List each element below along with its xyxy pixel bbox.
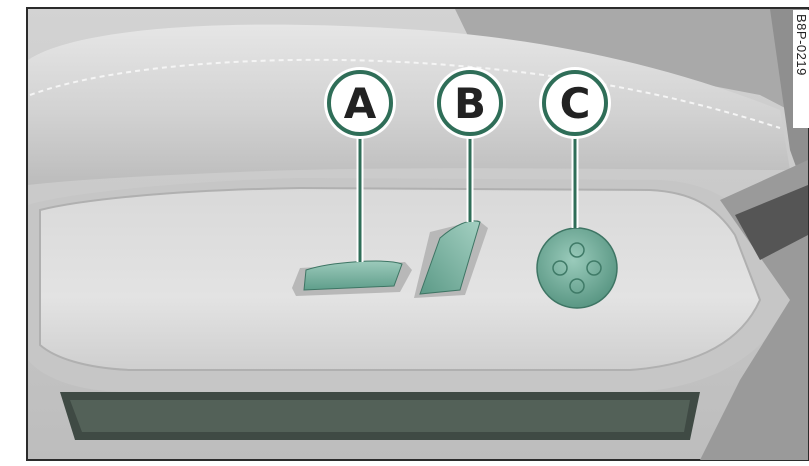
seat-stitching xyxy=(29,58,781,129)
knob-button-up xyxy=(569,242,585,258)
figure-code: B8P-0219 xyxy=(794,14,809,76)
knob-button-down xyxy=(569,278,585,294)
seat-adjust-switch-a xyxy=(303,260,403,291)
callout-b-label: B xyxy=(454,79,486,128)
multifunction-knob-c xyxy=(536,227,618,309)
figure-code-bg xyxy=(793,10,809,128)
callout-b-ring xyxy=(437,70,503,136)
callout-a: A xyxy=(324,67,396,139)
callout-c-label: C xyxy=(560,79,591,128)
knob-button-right xyxy=(586,260,602,276)
callout-a-label: A xyxy=(344,79,377,128)
callout-b: B xyxy=(434,67,506,139)
door-trim-dark xyxy=(735,185,808,260)
seat-cushion xyxy=(28,24,790,186)
callout-a-ring xyxy=(327,70,393,136)
lower-recess-inner xyxy=(70,400,690,432)
callout-c-ring xyxy=(542,70,608,136)
callout-c: C xyxy=(539,67,611,139)
knob-button-left xyxy=(552,260,568,276)
